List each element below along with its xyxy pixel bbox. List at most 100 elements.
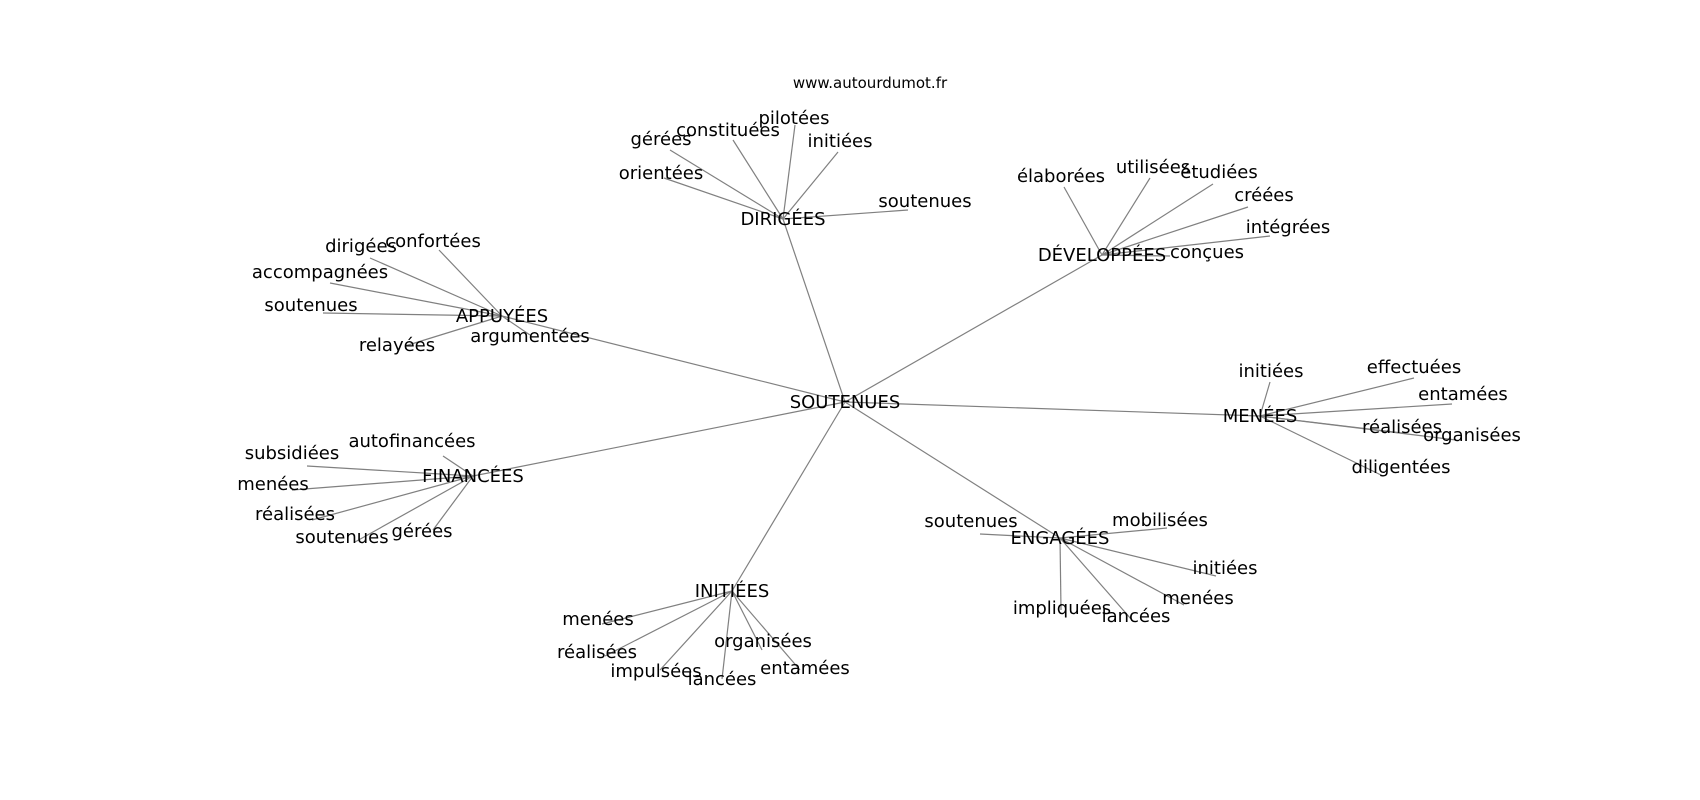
edge-financees-leaf-0 [442, 455, 474, 477]
edge-menees-leaf-1 [1259, 377, 1415, 417]
center-node-label[interactable]: SOUTENUES [790, 392, 901, 413]
leaf-node-label[interactable]: orientées [619, 163, 703, 184]
leaf-node-label[interactable]: accompagnées [252, 262, 388, 283]
hub-node-menees[interactable]: MENÉES [1223, 405, 1298, 427]
edge-center-financees [472, 401, 846, 477]
edge-initiees-leaf-5 [731, 590, 801, 671]
leaf-node-label[interactable]: diligentées [1352, 457, 1451, 478]
edge-appuyees-leaf-3 [322, 312, 503, 317]
leaf-node-label[interactable]: effectuées [1367, 357, 1461, 378]
leaf-node-label[interactable]: impliquées [1013, 598, 1111, 619]
hub-node-engagees[interactable]: ENGAGÉES [1011, 527, 1110, 549]
edge-initiees-leaf-2 [659, 590, 733, 671]
edge-appuyees-leaf-2 [329, 282, 503, 317]
edge-dirigees-leaf-1 [732, 139, 784, 220]
edge-engagees-leaf-2 [1059, 537, 1217, 577]
leaf-node-label[interactable]: initiées [1193, 558, 1258, 579]
edge-developpees-leaf-2 [1101, 183, 1214, 256]
leaf-node-label[interactable]: subsidiées [245, 443, 340, 464]
hub-node-appuyees[interactable]: APPUYÉES [456, 305, 548, 327]
leaf-node-label[interactable]: créées [1234, 185, 1294, 206]
leaf-node-label[interactable]: impulsées [610, 661, 701, 682]
edge-initiees-leaf-0 [601, 590, 733, 625]
edges-layer [291, 124, 1457, 680]
edge-engagees-leaf-1 [1059, 527, 1168, 539]
leaf-node-label[interactable]: étudiées [1180, 162, 1258, 183]
leaf-node-label[interactable]: utilisées [1116, 157, 1190, 178]
leaf-node-label[interactable]: soutenues [878, 191, 971, 212]
leaf-node-label[interactable]: menées [562, 609, 634, 630]
leaf-node-label[interactable]: dirigées [325, 236, 397, 257]
leaf-node-label[interactable]: entamées [1418, 384, 1508, 405]
edge-center-initiees [731, 401, 846, 592]
hub-node-developpees[interactable]: DÉVELOPPÉES [1038, 244, 1166, 266]
leaf-node-label[interactable]: réalisées [255, 504, 335, 525]
hub-node-financees[interactable]: FINANCÉES [422, 465, 524, 487]
edge-center-developpees [844, 254, 1103, 403]
leaf-node-label[interactable]: entamées [760, 658, 850, 679]
edge-financees-leaf-1 [306, 465, 474, 477]
leaf-node-label[interactable]: organisées [714, 631, 812, 652]
leaf-node-label[interactable]: menées [237, 474, 309, 495]
edge-appuyees-leaf-4 [404, 315, 503, 347]
edge-dirigees-leaf-4 [663, 177, 784, 220]
edge-engagees-leaf-3 [1059, 537, 1185, 606]
leaf-node-label[interactable]: organisées [1423, 425, 1521, 446]
leaf-node-label[interactable]: soutenues [264, 295, 357, 316]
leaf-node-label[interactable]: constituées [676, 120, 780, 141]
edge-center-engagees [844, 401, 1061, 539]
edge-initiees-leaf-3 [721, 590, 733, 680]
leaf-node-label[interactable]: lancées [1102, 606, 1171, 627]
leaf-node-label[interactable]: réalisées [1362, 417, 1442, 438]
edge-center-appuyees [501, 315, 846, 403]
edge-developpees-leaf-4 [1101, 235, 1271, 256]
edge-engagees-leaf-5 [1059, 537, 1132, 620]
leaf-node-label[interactable]: conçues [1170, 242, 1244, 263]
edge-dirigees-leaf-2 [669, 149, 784, 220]
leaf-node-label[interactable]: gérées [630, 129, 691, 150]
edge-financees-leaf-5 [432, 475, 474, 531]
edge-developpees-leaf-5 [1101, 254, 1171, 257]
leaf-node-label[interactable]: menées [1162, 588, 1234, 609]
leaf-node-label[interactable]: élaborées [1017, 166, 1105, 187]
edge-initiees-leaf-1 [604, 590, 733, 657]
edge-financees-leaf-4 [354, 475, 474, 543]
leaf-node-label[interactable]: pilotées [758, 108, 829, 129]
leaf-node-label[interactable]: soutenues [924, 511, 1017, 532]
edge-center-dirigees [782, 218, 846, 403]
edge-appuyees-leaf-1 [438, 249, 503, 317]
leaf-node-label[interactable]: confortées [385, 231, 481, 252]
edge-appuyees-leaf-5 [501, 315, 531, 336]
edge-dirigees-leaf-5 [782, 209, 909, 220]
leaf-node-label[interactable]: initiées [1239, 361, 1304, 382]
leaf-node-label[interactable]: intégrées [1246, 217, 1331, 238]
edge-dirigees-leaf-3 [782, 151, 839, 220]
leaf-node-label[interactable]: relayées [359, 335, 435, 356]
edge-engagees-leaf-0 [979, 533, 1061, 539]
labels-layer: www.autourdumot.fr SOUTENUES pilotéescons… [237, 74, 1521, 690]
hub-node-dirigees[interactable]: DIRIGÉES [740, 208, 825, 230]
edge-menees-leaf-5 [1259, 415, 1384, 477]
edge-developpees-leaf-0 [1063, 186, 1103, 256]
hub-node-initiees[interactable]: INITIÉES [695, 580, 770, 602]
leaf-node-label[interactable]: gérées [391, 521, 452, 542]
edge-financees-leaf-2 [291, 475, 474, 491]
leaf-node-label[interactable]: initiées [808, 131, 873, 152]
edge-initiees-leaf-4 [731, 590, 763, 651]
edge-dirigees-leaf-0 [782, 124, 796, 220]
edge-financees-leaf-3 [311, 475, 474, 521]
leaf-node-label[interactable]: soutenues [295, 527, 388, 548]
edge-menees-leaf-4 [1259, 415, 1457, 441]
edge-menees-leaf-2 [1259, 403, 1453, 417]
edge-center-menees [844, 401, 1261, 417]
edge-developpees-leaf-3 [1101, 206, 1249, 256]
edge-appuyees-leaf-0 [369, 257, 503, 317]
leaf-node-label[interactable]: mobilisées [1112, 510, 1208, 531]
leaf-node-label[interactable]: réalisées [557, 642, 637, 663]
site-url[interactable]: www.autourdumot.fr [793, 74, 948, 92]
leaf-node-label[interactable]: argumentées [470, 326, 590, 347]
leaf-node-label[interactable]: autofinancées [348, 431, 475, 452]
edge-engagees-leaf-4 [1059, 537, 1062, 611]
leaf-node-label[interactable]: lancées [688, 669, 757, 690]
